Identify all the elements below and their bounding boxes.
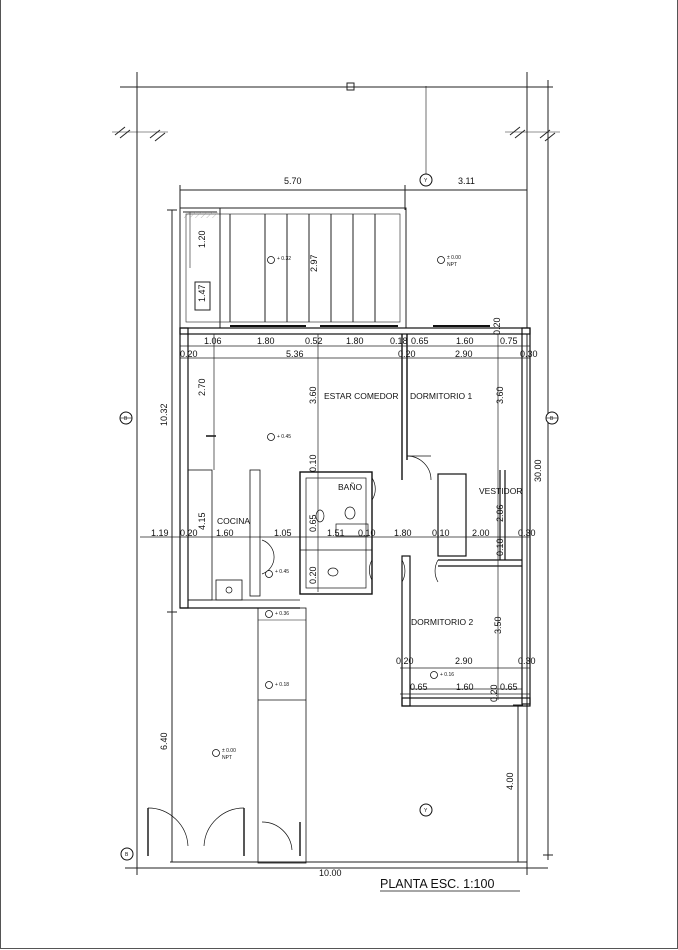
dim-v-010b: 0.10 (495, 538, 505, 556)
dim-row1-180b: 1.80 (346, 336, 364, 346)
dim-lot-width: 10.00 (319, 868, 342, 878)
room-estar-comedor: ESTAR COMEDOR (324, 391, 398, 401)
dim-mid-030: 0.30 (518, 528, 536, 538)
room-dormitorio-1: DORMITORIO 1 (410, 391, 472, 401)
section-y-top-label: Y (424, 178, 428, 184)
dim-dorm2-030: 0.30 (518, 656, 536, 666)
level-walkway: + 0.18 (275, 682, 289, 688)
dim-gallery-147: 1.47 (197, 284, 207, 302)
dim-dorm2-290: 2.90 (455, 656, 473, 666)
level-front-yard: ± 0.00 (222, 748, 236, 754)
section-b-left-label: B (124, 416, 128, 422)
drawing-title: PLANTA ESC. 1:100 (380, 877, 494, 891)
dim-v-010a: 0.10 (308, 454, 318, 472)
dim-row2-030: 0.30 (520, 349, 538, 359)
level-yard-top-npt: NPT (447, 262, 457, 268)
dim-top-570: 5.70 (284, 176, 302, 186)
dim-mid-160: 1.60 (216, 528, 234, 538)
dimension-lines (140, 334, 530, 700)
section-markers (119, 86, 559, 861)
level-front-yard-npt: NPT (222, 755, 232, 761)
dim-gallery-120: 1.20 (197, 230, 207, 248)
dim-mid-119: 1.19 (151, 528, 169, 538)
dim-v-020: 0.20 (308, 566, 318, 584)
dim-mid-180: 1.80 (394, 528, 412, 538)
level-corridor: + 0.36 (275, 611, 289, 617)
level-markers (212, 256, 445, 757)
dim-bot-065b: 0.65 (500, 682, 518, 692)
section-b-right-label: B (550, 416, 554, 422)
level-living: + 0.45 (277, 434, 291, 440)
dim-row1-075: 0.75 (500, 336, 518, 346)
section-y-bottom-label: Y (424, 808, 428, 814)
room-cocina: COCINA (217, 516, 250, 526)
dim-row1-052: 0.52 (305, 336, 323, 346)
dim-right-400: 4.00 (505, 772, 515, 790)
section-b-bottom-label: B (125, 852, 129, 858)
dim-row1-160: 1.60 (456, 336, 474, 346)
dim-mid-200: 2.00 (472, 528, 490, 538)
dim-v-360a: 3.60 (308, 386, 318, 404)
dim-row1-020v: 0.20 (492, 317, 502, 335)
building-walls (147, 325, 531, 864)
dim-lot-depth: 30.00 (533, 459, 543, 482)
lot-boundary (112, 72, 560, 875)
dim-top-311: 3.11 (458, 176, 475, 186)
dim-v-270: 2.70 (197, 378, 207, 396)
level-yard-top: ± 0.00 (447, 255, 461, 261)
room-dormitorio-2: DORMITORIO 2 (411, 617, 473, 627)
dim-v-065: 0.65 (308, 514, 318, 532)
dim-v-360b: 3.60 (495, 386, 505, 404)
dim-mid-151: 1.51 (327, 528, 345, 538)
dim-mid-020: 0.20 (180, 528, 198, 538)
dim-row1-180a: 1.80 (257, 336, 275, 346)
dim-row2-020b: 0.20 (398, 349, 416, 359)
room-bano: BAÑO (338, 482, 362, 492)
level-dorm2: + 0.16 (440, 672, 454, 678)
dim-mid-105: 1.05 (274, 528, 292, 538)
level-kitchen: + 0.45 (275, 569, 289, 575)
dim-v-415: 4.15 (197, 512, 207, 530)
dim-bot-065a: 0.65 (410, 682, 428, 692)
dim-mid-010b: 0.10 (432, 528, 450, 538)
dim-row1-018: 0.18 (390, 336, 408, 346)
dim-row1-065: 0.65 (411, 336, 429, 346)
dim-left-640: 6.40 (159, 732, 169, 750)
gallery-hatch (184, 212, 218, 218)
dim-v-350: 3.50 (493, 616, 503, 634)
dim-row2-290: 2.90 (455, 349, 473, 359)
level-gallery: + 0.32 (277, 256, 291, 262)
dim-v-206: 2.06 (495, 504, 505, 522)
room-vestidor: VESTIDOR (479, 486, 522, 496)
dim-mid-010a: 0.10 (358, 528, 376, 538)
dim-bot-020v: 0.20 (489, 684, 499, 702)
gallery-pergola (179, 207, 407, 329)
dim-gallery-297: 2.97 (309, 254, 319, 272)
dim-left-1032: 10.32 (159, 403, 169, 426)
dim-row1-106: 1.06 (204, 336, 222, 346)
dim-row2-536: 5.36 (286, 349, 304, 359)
dim-row2-020a: 0.20 (180, 349, 198, 359)
dim-bot-160: 1.60 (456, 682, 474, 692)
dim-dorm2-020: 0.20 (396, 656, 414, 666)
